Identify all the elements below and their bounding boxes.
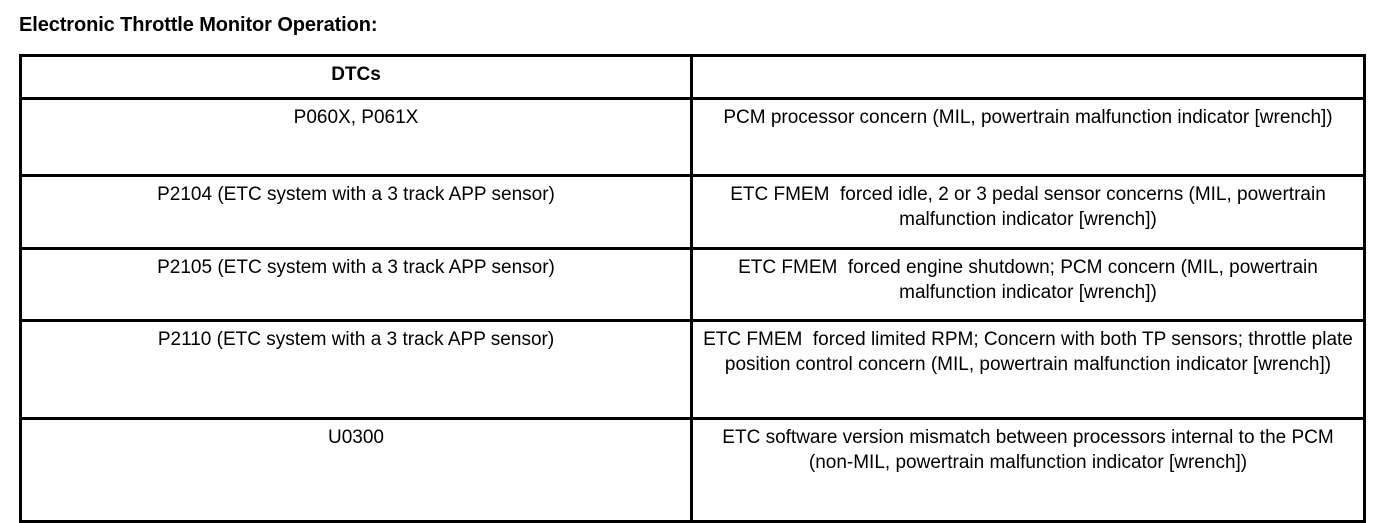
cell-description: ETC software version mismatch between pr… bbox=[690, 417, 1366, 523]
dtc-table: DTCs P060X, P061X PCM processor concern … bbox=[19, 54, 1366, 523]
cell-description: ETC FMEM forced idle, 2 or 3 pedal senso… bbox=[690, 174, 1366, 250]
table-header-row: DTCs bbox=[19, 54, 1366, 100]
cell-dtc: P2110 (ETC system with a 3 track APP sen… bbox=[19, 319, 693, 420]
cell-dtc: U0300 bbox=[19, 417, 693, 523]
cell-dtc: P060X, P061X bbox=[19, 97, 693, 177]
page-title: Electronic Throttle Monitor Operation: bbox=[19, 14, 378, 36]
table-row: P2104 (ETC system with a 3 track APP sen… bbox=[19, 174, 1366, 250]
table-row: P2110 (ETC system with a 3 track APP sen… bbox=[19, 319, 1366, 420]
column-header-description bbox=[690, 54, 1366, 100]
cell-description: ETC FMEM forced engine shutdown; PCM con… bbox=[690, 247, 1366, 322]
document-page: Electronic Throttle Monitor Operation: D… bbox=[19, 14, 1366, 523]
cell-dtc: P2105 (ETC system with a 3 track APP sen… bbox=[19, 247, 693, 322]
table-row: P2105 (ETC system with a 3 track APP sen… bbox=[19, 247, 1366, 322]
cell-dtc: P2104 (ETC system with a 3 track APP sen… bbox=[19, 174, 693, 250]
cell-description: PCM processor concern (MIL, powertrain m… bbox=[690, 97, 1366, 177]
table-row: P060X, P061X PCM processor concern (MIL,… bbox=[19, 97, 1366, 177]
table-row: U0300 ETC software version mismatch betw… bbox=[19, 417, 1366, 523]
cell-description: ETC FMEM forced limited RPM; Concern wit… bbox=[690, 319, 1366, 420]
column-header-dtcs: DTCs bbox=[19, 54, 693, 100]
